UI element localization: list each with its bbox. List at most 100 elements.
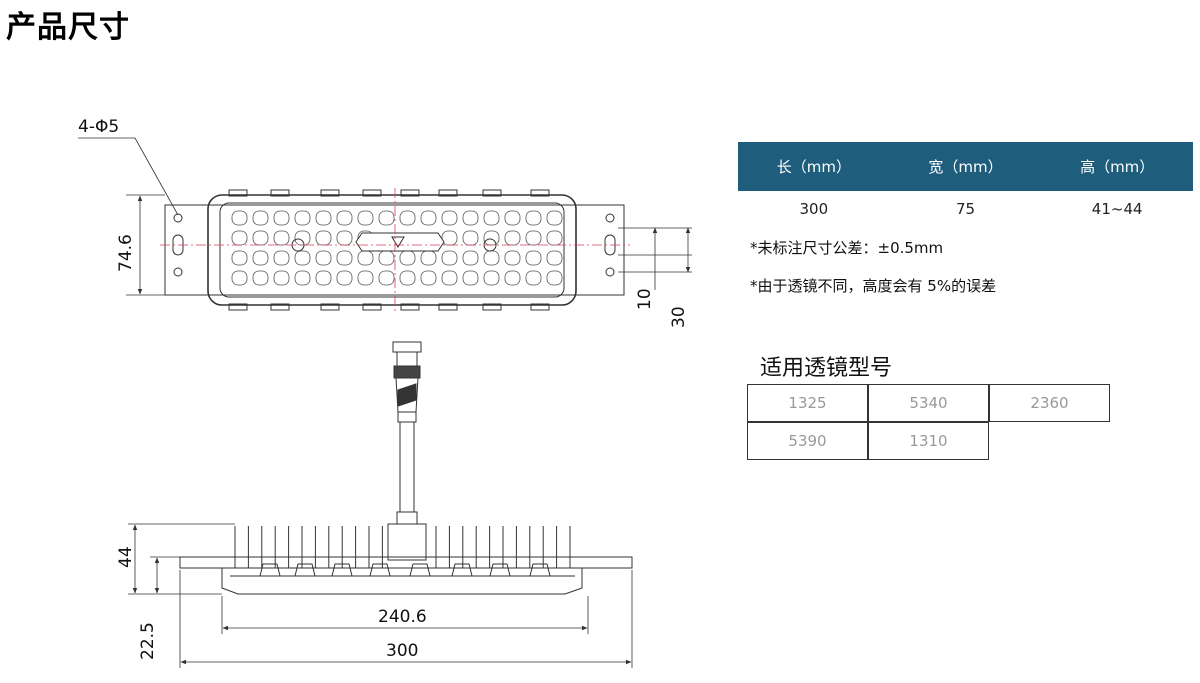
page-title: 产品尺寸 [6,10,130,45]
dim-height-44-label: 44 [116,546,136,568]
led-lens [504,250,521,266]
led-lens [231,210,248,226]
led-lens [525,250,542,266]
cable-gland [396,511,418,525]
led-lens [441,210,458,226]
led-lens [420,210,437,226]
dim-offset-10-label: 10 [635,288,655,310]
connector-label-band [393,365,421,379]
led-lens [525,210,542,226]
spec-header-height: 高（mm） [1080,158,1155,176]
led-lens [273,210,290,226]
led-lens [399,270,416,286]
spec-table-row: 300 75 41~44 [738,191,1193,227]
side-lens [489,563,511,577]
side-lens [294,563,316,577]
led-lens [336,250,353,266]
led-lens [462,270,479,286]
led-lens [336,270,353,286]
body-tab [438,189,458,197]
led-lens [483,210,500,226]
mount-hole [605,267,615,277]
dim-offset-30-label: 30 [669,306,689,328]
body-tab [530,303,550,311]
side-lens [409,563,431,577]
led-lens [294,210,311,226]
led-lens [252,270,269,286]
lens-model-cell: 2360 [989,384,1110,422]
side-lens [331,563,353,577]
led-lens [378,270,395,286]
led-lens [294,250,311,266]
led-lens [315,230,332,246]
led-lens [357,270,374,286]
led-lens [294,230,311,246]
led-lens [315,210,332,226]
cable-assembly [392,341,422,525]
led-lens [273,230,290,246]
body-tab [320,189,340,197]
side-cable-gland [387,523,427,561]
side-lenses [259,563,551,577]
spec-table: 长（mm） 宽（mm） 高（mm） 300 75 41~44 [738,142,1193,227]
connector-stripe [397,383,417,407]
led-lens [231,230,248,246]
body-tab [228,303,248,311]
led-lens [252,210,269,226]
heatsink-fins [234,526,571,568]
spec-value-length: 300 [799,200,829,218]
led-lens [441,230,458,246]
body-tabs [228,189,550,311]
connector-nut [392,341,422,353]
led-lens [546,270,563,286]
led-lens [525,270,542,286]
module-body [207,194,577,306]
body-tab [400,189,420,197]
mount-hole [173,267,183,277]
led-lens [252,230,269,246]
led-lens [462,230,479,246]
module-inner [219,202,565,298]
cable-boot [397,412,417,423]
mounting-plate [164,204,625,296]
center-slot [355,232,445,252]
led-lens [546,230,563,246]
lens-model-cell: 1325 [747,384,868,422]
body-tab [438,303,458,311]
body-tab [320,303,340,311]
led-lens [483,250,500,266]
body-tab [530,189,550,197]
dim-width-label: 74.6 [116,234,136,272]
top-view-dimensions [78,137,692,296]
led-lens [420,270,437,286]
lens-model-cell: 5390 [747,422,868,460]
led-lens [357,210,374,226]
connector-body [396,351,418,367]
body-tab [362,189,382,197]
side-housing [221,567,583,595]
led-lens [315,270,332,286]
side-view-dimensions [128,523,633,668]
side-lens [529,563,551,577]
led-lens [231,250,248,266]
dim-length-300-label: 300 [386,641,418,661]
body-tab [400,303,420,311]
body-tab [362,303,382,311]
lens-model-cell: 5340 [868,384,989,422]
led-lens [462,210,479,226]
led-lens [273,250,290,266]
led-lens [273,270,290,286]
cable [399,421,415,513]
led-lens [336,230,353,246]
led-lens [357,250,374,266]
top-view [164,189,625,311]
mount-hole [605,213,615,223]
led-lens [504,210,521,226]
led-lens [252,250,269,266]
led-lens [399,210,416,226]
lens-error-note: *由于透镜不同，高度会有 5%的误差 [750,277,997,295]
led-lens [420,250,437,266]
led-lens [504,230,521,246]
side-view [179,523,633,595]
